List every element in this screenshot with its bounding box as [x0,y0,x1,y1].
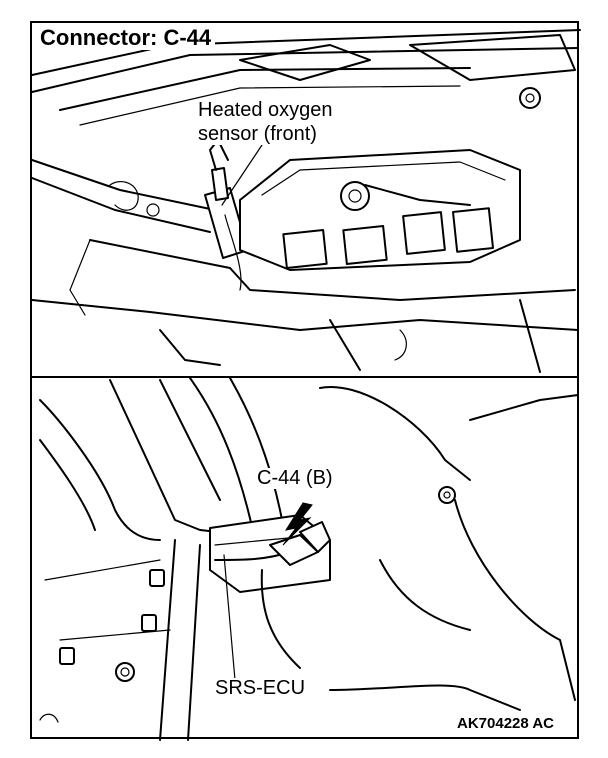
sensor-callout-line1: Heated oxygen [196,99,335,121]
sensor-callout-line2: sensor (front) [196,123,319,145]
panel-divider [30,376,579,378]
top-view-illustration [31,29,581,373]
ecu-callout: SRS-ECU [213,677,308,699]
diagram-title: Connector: C-44 [36,25,216,51]
connector-callout: C-44 (B) [255,467,335,489]
figure-id: AK704228 AC [455,715,556,732]
bottom-view-illustration [39,377,579,741]
